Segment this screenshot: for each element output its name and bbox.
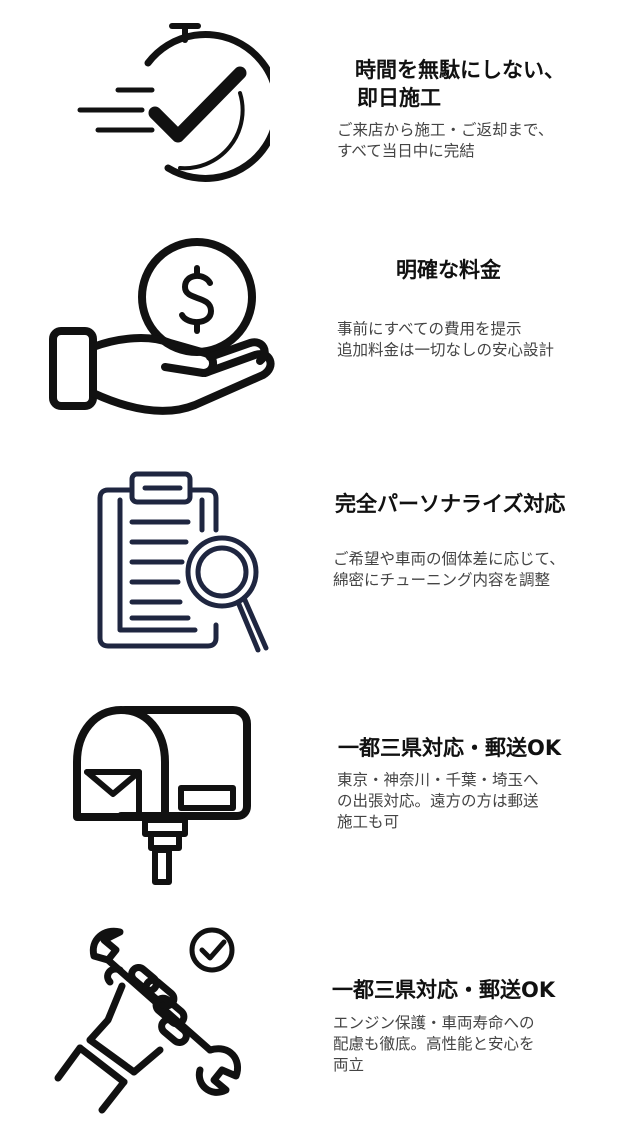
feature-area-mail: 一都三県対応・郵送OK 東京・神奈川・千葉・埼玉へ の出張対応。遠方の方は郵送 … xyxy=(0,690,636,890)
mailbox-icon xyxy=(65,702,255,887)
feature-same-day: 時間を無駄にしない、 即日施工 ご来店から施工・ご返却まで、 すべて当日中に完結 xyxy=(0,0,636,210)
feature-description: 事前にすべての費用を提示 追加料金は一切なしの安心設計 xyxy=(337,320,555,359)
hand-coin-dollar-icon xyxy=(45,235,285,420)
feature-title: 時間を無駄にしない、 即日施工 xyxy=(355,58,565,110)
feature-title: 明確な料金 xyxy=(396,258,501,282)
feature-description: ご希望や車両の個体差に応じて、 綿密にチューニング内容を調整 xyxy=(333,550,565,589)
hand-wrench-check-icon xyxy=(50,920,250,1115)
feature-engine-protection: 一都三県対応・郵送OK エンジン保護・車両寿命への 配慮も徹底。高性能と安心を … xyxy=(0,915,636,1120)
feature-personalized: 完全パーソナライズ対応 ご希望や車両の個体差に応じて、 綿密にチューニング内容を… xyxy=(0,450,636,665)
clipboard-magnifier-icon xyxy=(90,460,270,655)
stopwatch-check-icon xyxy=(70,18,281,188)
feature-clear-pricing: 明確な料金 事前にすべての費用を提示 追加料金は一切なしの安心設計 xyxy=(0,225,636,435)
feature-title: 一都三県対応・郵送OK xyxy=(338,736,562,760)
feature-description: ご来店から施工・ご返却まで、 すべて当日中に完結 xyxy=(337,121,554,160)
feature-description: エンジン保護・車両寿命への 配慮も徹底。高性能と安心を 両立 xyxy=(333,1014,535,1074)
feature-title: 一都三県対応・郵送OK xyxy=(332,978,556,1002)
feature-description: 東京・神奈川・千葉・埼玉へ の出張対応。遠方の方は郵送 施工も可 xyxy=(337,771,539,831)
feature-title: 完全パーソナライズ対応 xyxy=(335,492,566,516)
